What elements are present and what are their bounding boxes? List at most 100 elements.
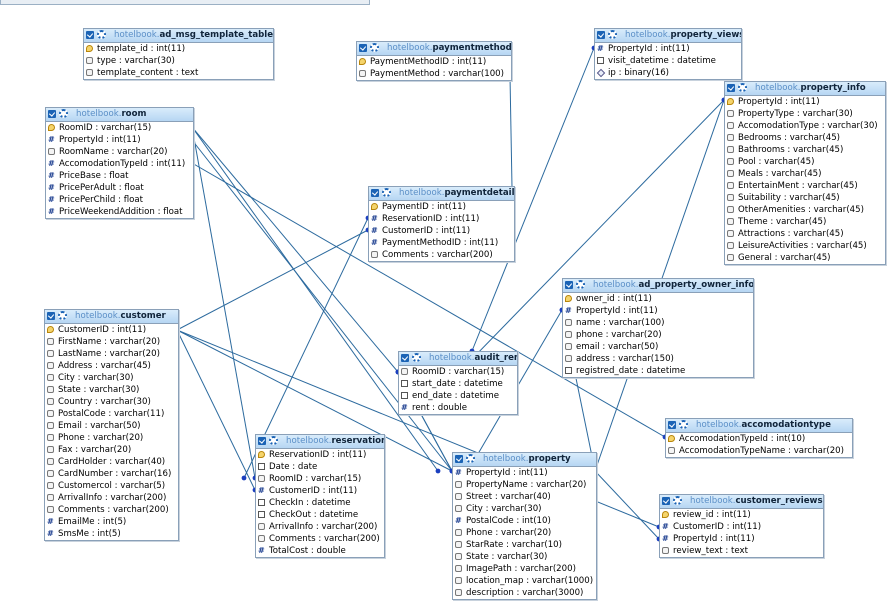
column-row[interactable]: review_text : text	[660, 545, 823, 557]
column-row[interactable]: #PropertyId : int(11)	[660, 533, 823, 545]
column-row[interactable]: Meals : varchar(45)	[725, 168, 885, 180]
column-row[interactable]: StarRate : varchar(10)	[453, 539, 596, 551]
column-row[interactable]: Bedrooms : varchar(45)	[725, 132, 885, 144]
table-header[interactable]: hotelbook.ad_msg_template_table	[84, 29, 273, 43]
column-row[interactable]: template_content : text	[84, 67, 273, 79]
gear-icon[interactable]	[673, 496, 682, 505]
table-property-views[interactable]: hotelbook.property_views#PropertyId : in…	[594, 28, 742, 80]
column-row[interactable]: LastName : varchar(20)	[45, 348, 178, 360]
column-row[interactable]: CardHolder : varchar(40)	[45, 456, 178, 468]
column-row[interactable]: #PropertyId : int(11)	[46, 134, 193, 146]
column-row[interactable]: #SmsMe : int(5)	[45, 528, 178, 540]
checkbox-icon[interactable]	[48, 110, 56, 118]
column-row[interactable]: CheckIn : datetime	[256, 497, 384, 509]
column-row[interactable]: name : varchar(100)	[563, 317, 753, 329]
column-row[interactable]: Fax : varchar(20)	[45, 444, 178, 456]
checkbox-icon[interactable]	[597, 31, 605, 39]
column-row[interactable]: Bathrooms : varchar(45)	[725, 144, 885, 156]
column-row[interactable]: AccomodationTypeName : varchar(20)	[666, 445, 852, 457]
gear-icon[interactable]	[382, 188, 391, 197]
column-row[interactable]: PropertyType : varchar(30)	[725, 108, 885, 120]
column-row[interactable]: Country : varchar(30)	[45, 396, 178, 408]
column-row[interactable]: ImagePath : varchar(200)	[453, 563, 596, 575]
column-row[interactable]: Date : date	[256, 461, 384, 473]
gear-icon[interactable]	[370, 43, 379, 52]
column-row[interactable]: CheckOut : datetime	[256, 509, 384, 521]
column-row[interactable]: phone : varchar(20)	[563, 329, 753, 341]
table-header[interactable]: hotelbook.property	[453, 453, 596, 467]
column-row[interactable]: State : varchar(30)	[45, 384, 178, 396]
gear-icon[interactable]	[608, 30, 617, 39]
column-row[interactable]: Email : varchar(50)	[45, 420, 178, 432]
column-row[interactable]: visit_datetime : datetime	[595, 55, 741, 67]
column-row[interactable]: AccomodationType : varchar(30)	[725, 120, 885, 132]
column-row[interactable]: type : varchar(30)	[84, 55, 273, 67]
column-row[interactable]: Street : varchar(40)	[453, 491, 596, 503]
column-row[interactable]: Customercol : varchar(5)	[45, 480, 178, 492]
column-row[interactable]: CustomerID : int(11)	[45, 324, 178, 336]
column-row[interactable]: City : varchar(30)	[453, 503, 596, 515]
gear-icon[interactable]	[576, 280, 585, 289]
column-row[interactable]: address : varchar(150)	[563, 353, 753, 365]
column-row[interactable]: #PriceWeekendAddition : float	[46, 206, 193, 218]
column-row[interactable]: AccomodationTypeId : int(10)	[666, 433, 852, 445]
gear-icon[interactable]	[738, 83, 747, 92]
column-row[interactable]: end_date : datetime	[399, 390, 517, 402]
column-row[interactable]: #PropertyId : int(11)	[563, 305, 753, 317]
column-row[interactable]: RoomID : varchar(15)	[46, 122, 193, 134]
column-row[interactable]: EntertainMent : varchar(45)	[725, 180, 885, 192]
column-row[interactable]: #PricePerChild : float	[46, 194, 193, 206]
column-row[interactable]: Attractions : varchar(45)	[725, 228, 885, 240]
column-row[interactable]: template_id : int(11)	[84, 43, 273, 55]
column-row[interactable]: FirstName : varchar(20)	[45, 336, 178, 348]
column-row[interactable]: #rent : double	[399, 402, 517, 414]
column-row[interactable]: RoomName : varchar(20)	[46, 146, 193, 158]
column-row[interactable]: description : varchar(3000)	[453, 587, 596, 599]
column-row[interactable]: Comments : varchar(200)	[369, 249, 514, 261]
table-header[interactable]: hotelbook.paymentmethod	[357, 42, 511, 56]
column-row[interactable]: email : varchar(50)	[563, 341, 753, 353]
column-row[interactable]: start_date : datetime	[399, 378, 517, 390]
table-audit-rent[interactable]: hotelbook.audit_rentRoomID : varchar(15)…	[398, 351, 518, 415]
column-row[interactable]: registred_date : datetime	[563, 365, 753, 377]
table-header[interactable]: hotelbook.ad_property_owner_info	[563, 279, 753, 293]
column-row[interactable]: Comments : varchar(200)	[45, 504, 178, 516]
gear-icon[interactable]	[97, 30, 106, 39]
table-property[interactable]: hotelbook.property#PropertyId : int(11)P…	[452, 452, 597, 600]
column-row[interactable]: State : varchar(30)	[453, 551, 596, 563]
column-row[interactable]: #EmailMe : int(5)	[45, 516, 178, 528]
table-header[interactable]: hotelbook.customer_reviews	[660, 495, 823, 509]
column-row[interactable]: RoomID : varchar(15)	[256, 473, 384, 485]
column-row[interactable]: Suitability : varchar(45)	[725, 192, 885, 204]
checkbox-icon[interactable]	[455, 455, 463, 463]
gear-icon[interactable]	[59, 109, 68, 118]
checkbox-icon[interactable]	[668, 421, 676, 429]
column-row[interactable]: ArrivalInfo : varchar(200)	[256, 521, 384, 533]
column-row[interactable]: #AccomodationTypeId : int(11)	[46, 158, 193, 170]
gear-icon[interactable]	[269, 436, 278, 445]
column-row[interactable]: Address : varchar(45)	[45, 360, 178, 372]
column-row[interactable]: #ReservationID : int(11)	[369, 213, 514, 225]
gear-icon[interactable]	[412, 353, 421, 362]
table-header[interactable]: hotelbook.accomodationtype	[666, 419, 852, 433]
checkbox-icon[interactable]	[47, 312, 55, 320]
column-row[interactable]: PropertyId : int(11)	[725, 96, 885, 108]
checkbox-icon[interactable]	[258, 437, 266, 445]
column-row[interactable]: Phone : varchar(20)	[45, 432, 178, 444]
column-row[interactable]: Comments : varchar(200)	[256, 533, 384, 545]
table-header[interactable]: hotelbook.property_views	[595, 29, 741, 43]
gear-icon[interactable]	[466, 454, 475, 463]
column-row[interactable]: PaymentMethodID : int(11)	[357, 56, 511, 68]
checkbox-icon[interactable]	[86, 31, 94, 39]
column-row[interactable]: ArrivalInfo : varchar(200)	[45, 492, 178, 504]
column-row[interactable]: #PostalCode : int(10)	[453, 515, 596, 527]
